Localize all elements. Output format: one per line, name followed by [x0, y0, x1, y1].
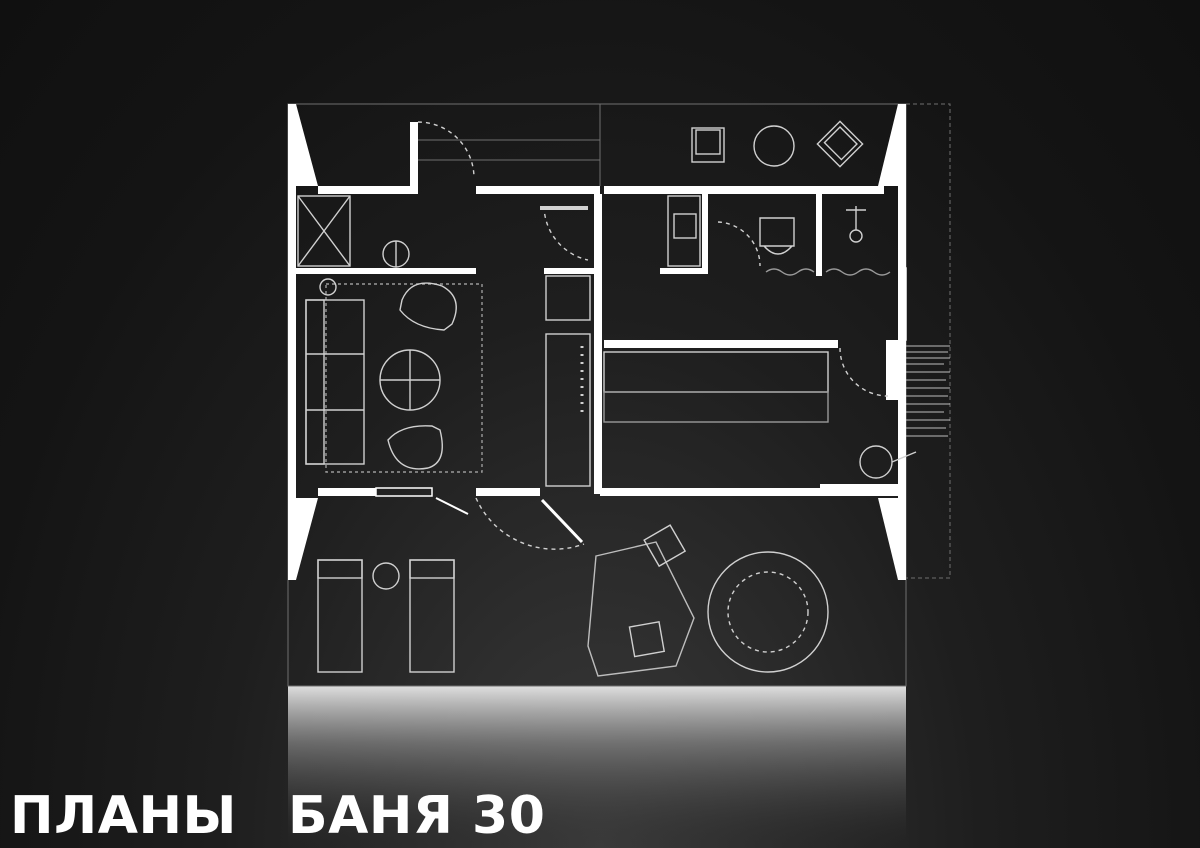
armchair-top [399, 282, 457, 331]
stove [859, 445, 893, 479]
rug [325, 283, 483, 473]
kitchen-counter-bottom [545, 333, 591, 487]
kitchen-counter-top [545, 275, 591, 321]
shower-box [297, 195, 351, 267]
lounger-2 [409, 559, 455, 673]
project-title: БАНЯ 30 [288, 786, 546, 846]
terrace-chair-3 [643, 524, 687, 568]
firewood-stack [906, 345, 950, 437]
armchair-bottom [387, 425, 443, 470]
terrace-chair-2 [816, 120, 864, 168]
windows [375, 267, 907, 497]
hot-tub [707, 551, 829, 673]
sofa [305, 299, 365, 465]
sink-unit [667, 195, 701, 267]
terrace-chair-4 [628, 621, 666, 658]
shower-head-icon [849, 229, 863, 243]
furniture [297, 120, 950, 677]
side-table [372, 562, 400, 590]
terrace-rug [587, 541, 695, 677]
terrace-chair-1 [691, 127, 725, 163]
lounger-1 [317, 559, 363, 673]
toilet-icon [759, 217, 795, 255]
walls [288, 104, 906, 580]
plans-caption: ПЛАНЫ [10, 786, 237, 846]
sauna-bench [603, 351, 829, 393]
plan-reflection [288, 686, 906, 848]
terrace-table-top [753, 125, 795, 167]
